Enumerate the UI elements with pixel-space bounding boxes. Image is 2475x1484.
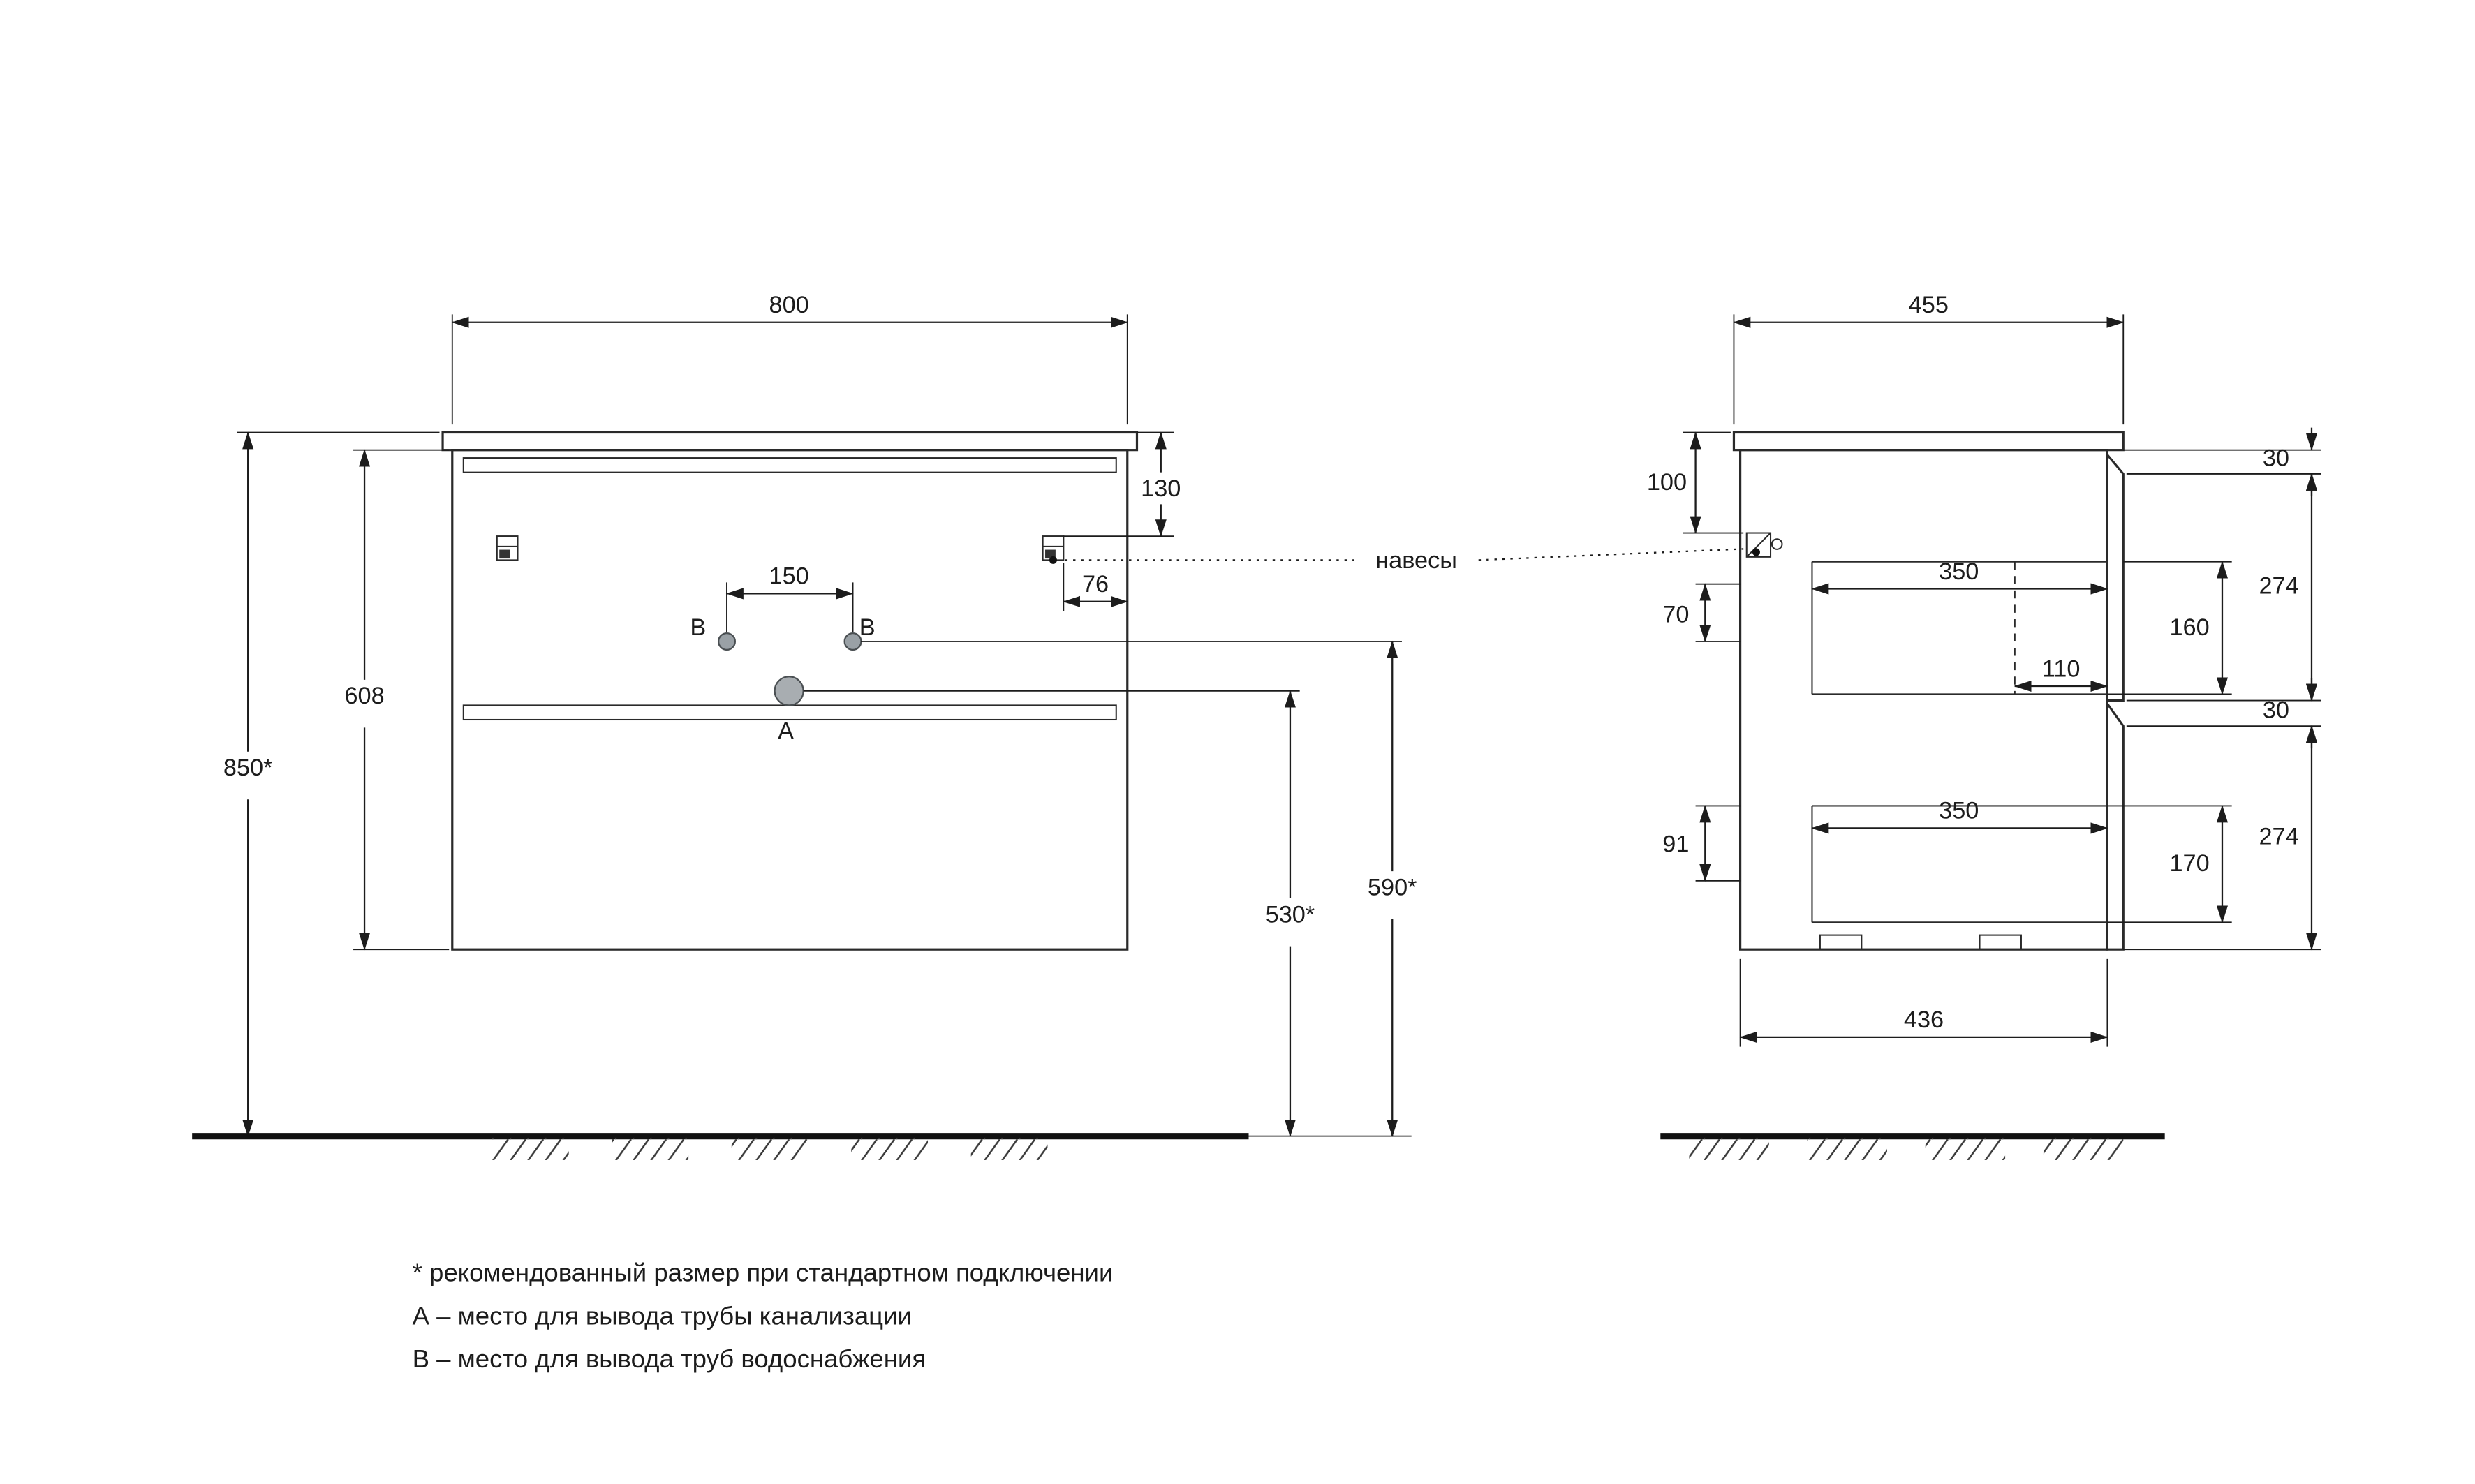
hole-label-b-right: B xyxy=(859,614,876,641)
cabinet-front-outline xyxy=(441,431,1139,951)
cabinet-body-front xyxy=(451,449,1129,951)
drawer-front-top xyxy=(2106,452,2125,702)
glide-right xyxy=(1979,934,2022,951)
hole-b-left xyxy=(717,632,737,651)
dim-label-front-top-height: 274 xyxy=(2259,572,2299,599)
dim-label-front-gap-mid: 30 xyxy=(2263,697,2289,724)
dim-label-bottom-gap: 91 xyxy=(1662,831,1689,858)
ground xyxy=(192,1133,2165,1160)
dim-label-top-offset: 100 xyxy=(1647,469,1687,496)
side-view: 455 100 70 91 350 xyxy=(1647,292,2321,1047)
dim-body-height-608: 608 xyxy=(344,449,450,951)
hangers-leader: навесы xyxy=(1065,547,1744,574)
dim-label-front-bottom-height: 274 xyxy=(2259,823,2299,849)
handle-groove-top xyxy=(462,457,1117,473)
dim-label-carcass-depth: 436 xyxy=(1904,1007,1944,1033)
front-view: B B A 800 130 150 xyxy=(223,292,1417,1137)
note-recommended-size: * рекомендованный размер при стандартном… xyxy=(413,1259,1114,1287)
dim-drawer-bottom-depth-350: 350 xyxy=(1811,798,2108,834)
floor-hatch-front xyxy=(492,1137,1048,1160)
wall-hanger-icon-right xyxy=(1042,535,1065,564)
dim-label-body-height: 608 xyxy=(344,683,384,709)
dim-label-top-to-hanger: 130 xyxy=(1141,475,1181,502)
dim-label-supply-height: 590* xyxy=(1368,874,1417,900)
cabinet-body-side xyxy=(1738,449,2108,951)
pipe-holes: B B A xyxy=(690,614,875,745)
dim-hanger-gap-70: 70 xyxy=(1662,583,1741,643)
wall-hanger-icon-side xyxy=(1745,532,1783,558)
dim-label-total-height: 850* xyxy=(223,755,273,781)
hole-label-b-left: B xyxy=(690,614,706,641)
dim-top-to-hanger-130: 130 xyxy=(1063,431,1181,537)
countertop-front xyxy=(441,431,1139,452)
dim-label-holes-spacing: 150 xyxy=(769,563,809,590)
dim-label-hanger-inset: 76 xyxy=(1082,571,1109,598)
hole-label-a: A xyxy=(778,718,794,744)
dim-label-width: 800 xyxy=(769,292,809,318)
wall-hanger-icon-left xyxy=(496,535,519,561)
dim-label-drain-height: 530* xyxy=(1266,901,1315,928)
dim-label-depth: 455 xyxy=(1909,292,1949,318)
dim-front-chain: 30 274 30 274 xyxy=(2123,427,2321,951)
dim-drawer-top-depth-350: 350 xyxy=(1811,558,2108,595)
hanger-drill-point xyxy=(1049,556,1057,564)
notes: * рекомендованный размер при стандартном… xyxy=(413,1259,1114,1373)
cabinet-side-outline xyxy=(1732,431,2125,951)
dim-drain-height-530: 530* xyxy=(803,690,1315,1137)
dim-drawer-top-height-160: 160 xyxy=(2107,561,2232,695)
dim-label-drawer-bottom-depth: 350 xyxy=(1939,798,1979,824)
countertop-side xyxy=(1732,431,2125,452)
dim-top-offset-100: 100 xyxy=(1647,431,1744,534)
dim-supply-height-590: 590* xyxy=(860,640,1417,1137)
drawer-front-bottom xyxy=(2106,700,2125,951)
dim-depth-455: 455 xyxy=(1733,292,2125,425)
note-water-supply: B – место для вывода труб водоснабжения xyxy=(413,1344,926,1373)
dim-drawer-bottom-height-170: 170 xyxy=(2107,805,2232,923)
dim-label-drawer-top-depth: 350 xyxy=(1939,558,1979,585)
dim-width-800: 800 xyxy=(451,292,1129,425)
floor-hatch-side xyxy=(1689,1137,2124,1160)
dim-slot-offset-110: 110 xyxy=(2014,655,2108,692)
dim-label-drawer-bottom-height: 170 xyxy=(2169,850,2209,877)
dim-hanger-inset-76: 76 xyxy=(1063,563,1129,611)
glide-left xyxy=(1819,934,1863,951)
dim-label-slot-offset: 110 xyxy=(2042,655,2081,682)
dim-label-drawer-top-height: 160 xyxy=(2169,614,2209,641)
dim-label-front-gap-top: 30 xyxy=(2263,445,2289,472)
dim-bottom-gap-91: 91 xyxy=(1662,805,1741,882)
note-drain-outlet: А – место для вывода трубы канализации xyxy=(413,1301,912,1330)
hole-a-drain xyxy=(774,676,804,706)
dim-carcass-depth-436: 436 xyxy=(1739,958,2108,1047)
hangers-label: навесы xyxy=(1375,547,1457,574)
dim-total-height-850: 850* xyxy=(223,431,440,1137)
dim-holes-spacing-150: 150 xyxy=(725,563,854,632)
dim-label-hanger-gap: 70 xyxy=(1662,602,1689,628)
